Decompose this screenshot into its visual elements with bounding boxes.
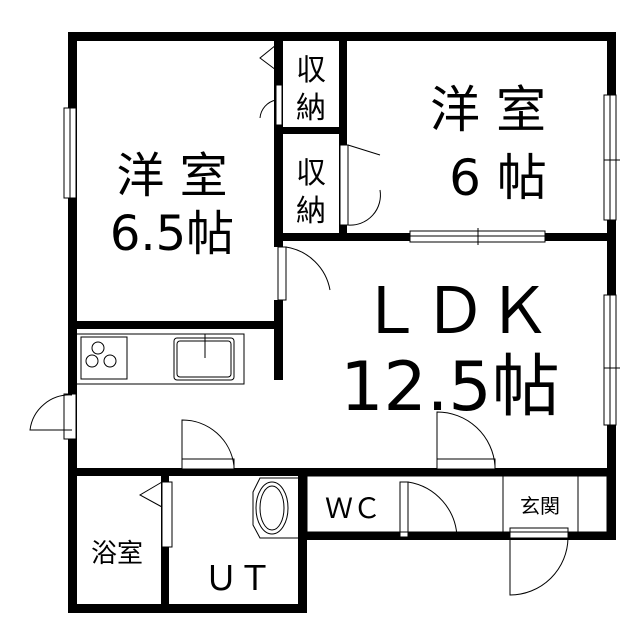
- storage-bottom-label-1: 収: [296, 156, 326, 191]
- storage-bottom-label-2: 納: [296, 194, 326, 229]
- kitchen-counter: [75, 333, 245, 385]
- doors: [29, 44, 579, 596]
- room-name-entrance: 玄関: [520, 494, 560, 518]
- entrance-step: [306, 475, 608, 533]
- room-size-western-right: 6 帖: [449, 149, 547, 207]
- room-name-bath: 浴室: [91, 539, 143, 569]
- sink-icon: [173, 337, 235, 381]
- storage-top-label-2: 納: [296, 91, 326, 126]
- room-size-ldk: 12.5帖: [340, 348, 559, 427]
- room-name-toilet: ＷＣ: [325, 492, 381, 525]
- windows: [63, 94, 620, 440]
- stove-icon: [80, 336, 128, 380]
- room-name-western-left: 洋 室: [116, 148, 227, 204]
- room-name-utility: ＵＴ: [204, 559, 272, 599]
- room-name-ldk: ＬＤＫ: [359, 275, 551, 349]
- washbasin-icon: [252, 477, 301, 539]
- room-size-western-left: 6.5帖: [110, 206, 234, 262]
- room-name-western-right: 洋 室: [430, 81, 546, 139]
- storage-top-label-1: 収: [296, 53, 326, 88]
